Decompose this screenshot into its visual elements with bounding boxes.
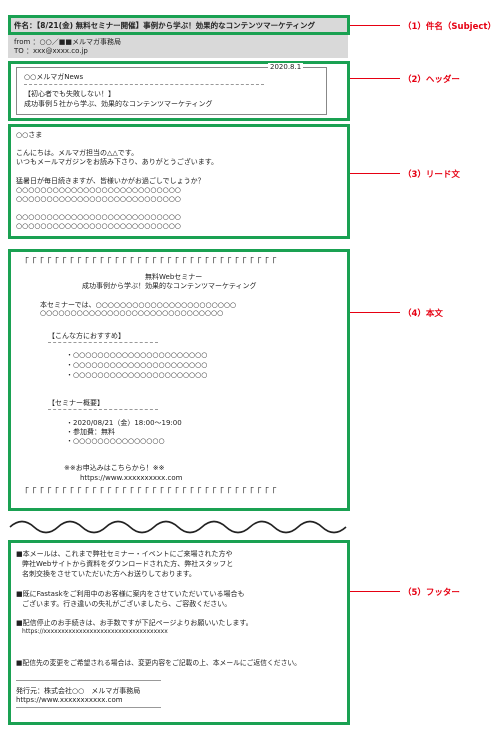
wavy-separator [9,520,347,534]
seminar-title-1: 無料Webセミナー [145,273,203,281]
connector-1 [350,25,400,26]
footer-divider-top [16,680,161,681]
apply-text: ※※お申込みはこちらから！※※ [64,464,165,472]
lead-circles-a2: ○○○○○○○○○○○○○○○○○○○○○○○○○○○ [16,195,181,203]
subject-frame [8,15,350,35]
connector-3 [350,173,400,174]
subject-line: 件名：【8/21(金) 無料セミナー開催】事例から学ぶ！効果的なコンテンツマーケ… [14,20,315,31]
publisher-link[interactable]: https://www.xxxxxxxxxxx.com [16,696,123,704]
connector-2 [350,78,400,79]
connector-4 [350,312,400,313]
lead-frame [8,124,350,239]
overview-divider [48,409,158,410]
recommend-item-3: ・○○○○○○○○○○○○○○○○○○○○○○ [66,371,208,379]
header-headline-2: 成功事例５社から学ぶ、効果的なコンテンツマーケティング [24,100,213,108]
footer-p1-line-3: 名刺交換をさせていただいた方へお送りしております。 [22,570,196,578]
annotation-label-1: （1）件名（Subject） [403,22,496,32]
to-line: TO ：xxx@xxxx.co.jp [14,47,88,55]
overview-item-2: ・参加費：無料 [66,428,115,436]
header-divider [24,84,264,85]
footer-divider-bottom [16,707,161,708]
lead-circles-b2: ○○○○○○○○○○○○○○○○○○○○○○○○○○○ [16,222,181,230]
lead-line-2: いつもメールマガジンをお読み下さり、ありがとうございます。 [16,158,219,166]
footer-p1-line-2: 弊社Webサイトから資料をダウンロードされた方、弊社スタッフと [22,560,234,568]
subject-background [8,15,348,58]
unsubscribe-link[interactable]: https://xxxxxxxxxxxxxxxxxxxxxxxxxxxxxxxx… [22,628,168,635]
subject-label: 件名： [14,21,37,30]
footer-p2-line-1: ■既にFastaskをご利用中のお客様に案内をさせていただいている場合も [16,590,245,598]
overview-item-1: ・2020/08/21（金）18:00〜19:00 [66,419,182,427]
annotation-label-4: （4）本文 [403,309,443,319]
recommend-item-2: ・○○○○○○○○○○○○○○○○○○○○○○ [66,361,208,369]
header-frame [8,61,350,121]
lead-greeting: ○○さま [16,131,43,139]
recommend-divider [48,342,158,343]
body-top-ornament: 「「「「「「「「「「「「「「「「「「「「「「「「「「「「「「「「「「 [20,258,280,268]
body-bottom-ornament: 「「「「「「「「「「「「「「「「「「「「「「「「「「「「「「「「「「 [20,488,280,498]
lead-line-1: こんにちは。メルマガ担当の△△です。 [16,149,139,157]
lead-circles-a1: ○○○○○○○○○○○○○○○○○○○○○○○○○○○ [16,186,181,194]
header-date: 2020.8.1 [268,63,304,71]
footer-p4: ■配信先の変更をご希望される場合は、変更内容をご記載の上、本メールにご返信くださ… [16,659,301,667]
overview-heading: 【セミナー概要】 [48,399,104,407]
subject-text: 【8/21(金) 無料セミナー開催】事例から学ぶ！効果的なコンテンツマーケティン… [36,21,316,30]
body-intro-2: ○○○○○○○○○○○○○○○○○○○○○○○○○○○○○○ [40,309,224,317]
apply-link[interactable]: https://www.xxxxxxxxxx.com [80,474,183,482]
footer-p1-line-1: ■本メールは、これまで弊社セミナー・イベントにご来場された方や [16,550,233,558]
header-inner-frame [16,67,327,115]
footer-frame [8,540,350,725]
footer-p2-line-2: ございます。行き違いの失礼がございましたら、ご容赦ください。 [22,600,232,608]
annotation-label-2: （2）ヘッダー [403,75,460,85]
from-line: from ：○○／■■メルマガ事務局 [14,38,121,46]
header-headline-1: 【初心者でも失敗しない！】 [24,90,115,98]
body-intro-1: 本セミナーでは、○○○○○○○○○○○○○○○○○○○○○○○ [40,301,237,309]
lead-line-3: 猛暑日が毎日続きますが、皆様いかがお過ごしでしょうか？ [16,177,205,185]
seminar-title-2: 成功事例から学ぶ！効果的なコンテンツマーケティング [82,282,257,290]
overview-item-3: ・○○○○○○○○○○○○○○○ [66,437,165,445]
newsletter-name: ○○メルマガNews [24,73,84,81]
publisher-name: 発行元：株式会社○○ メルマガ事務局 [16,687,141,695]
recommend-item-1: ・○○○○○○○○○○○○○○○○○○○○○○ [66,351,208,359]
body-frame [8,249,350,511]
footer-p3-line-1: ■配信停止のお手続きは、お手数ですが下記ページよりお願いいたします。 [16,619,253,627]
annotation-label-3: （3）リード文 [403,170,460,180]
connector-5 [350,591,400,592]
recommend-heading: 【こんな方におすすめ】 [48,332,125,340]
lead-circles-b1: ○○○○○○○○○○○○○○○○○○○○○○○○○○○ [16,213,181,221]
annotation-label-5: （5）フッター [403,588,460,598]
